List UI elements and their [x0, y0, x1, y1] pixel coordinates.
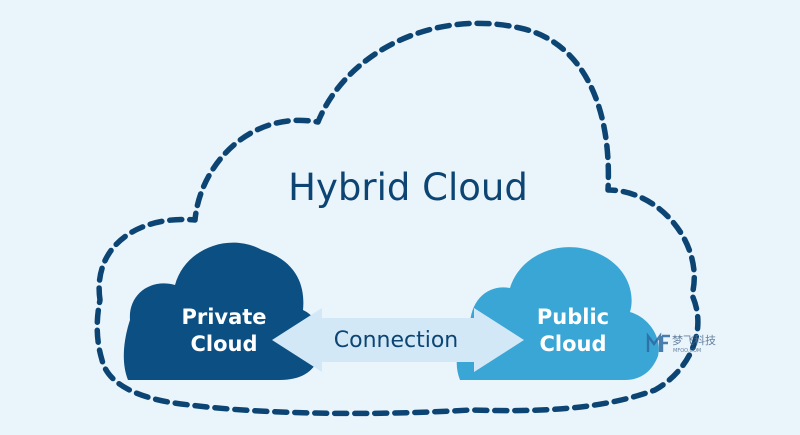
private-cloud-shape: [123, 242, 323, 380]
watermark-text-en: MFOO.COM: [673, 348, 701, 354]
watermark-logo: 梦飞科技 MFOO.COM: [646, 332, 716, 354]
public-cloud-label-line2: Cloud: [539, 332, 606, 356]
connection-arrow: [272, 308, 524, 372]
hybrid-cloud-outline: [94, 20, 701, 417]
private-cloud-label-line2: Cloud: [190, 332, 257, 356]
diagram-title: Hybrid Cloud: [288, 166, 528, 209]
private-cloud-label-line1: Private: [181, 305, 266, 329]
public-cloud-label-line1: Public: [537, 305, 609, 329]
watermark-text-cn: 梦飞科技: [672, 333, 716, 347]
connection-label: Connection: [334, 328, 458, 353]
watermark-mark-icon: [646, 332, 670, 352]
